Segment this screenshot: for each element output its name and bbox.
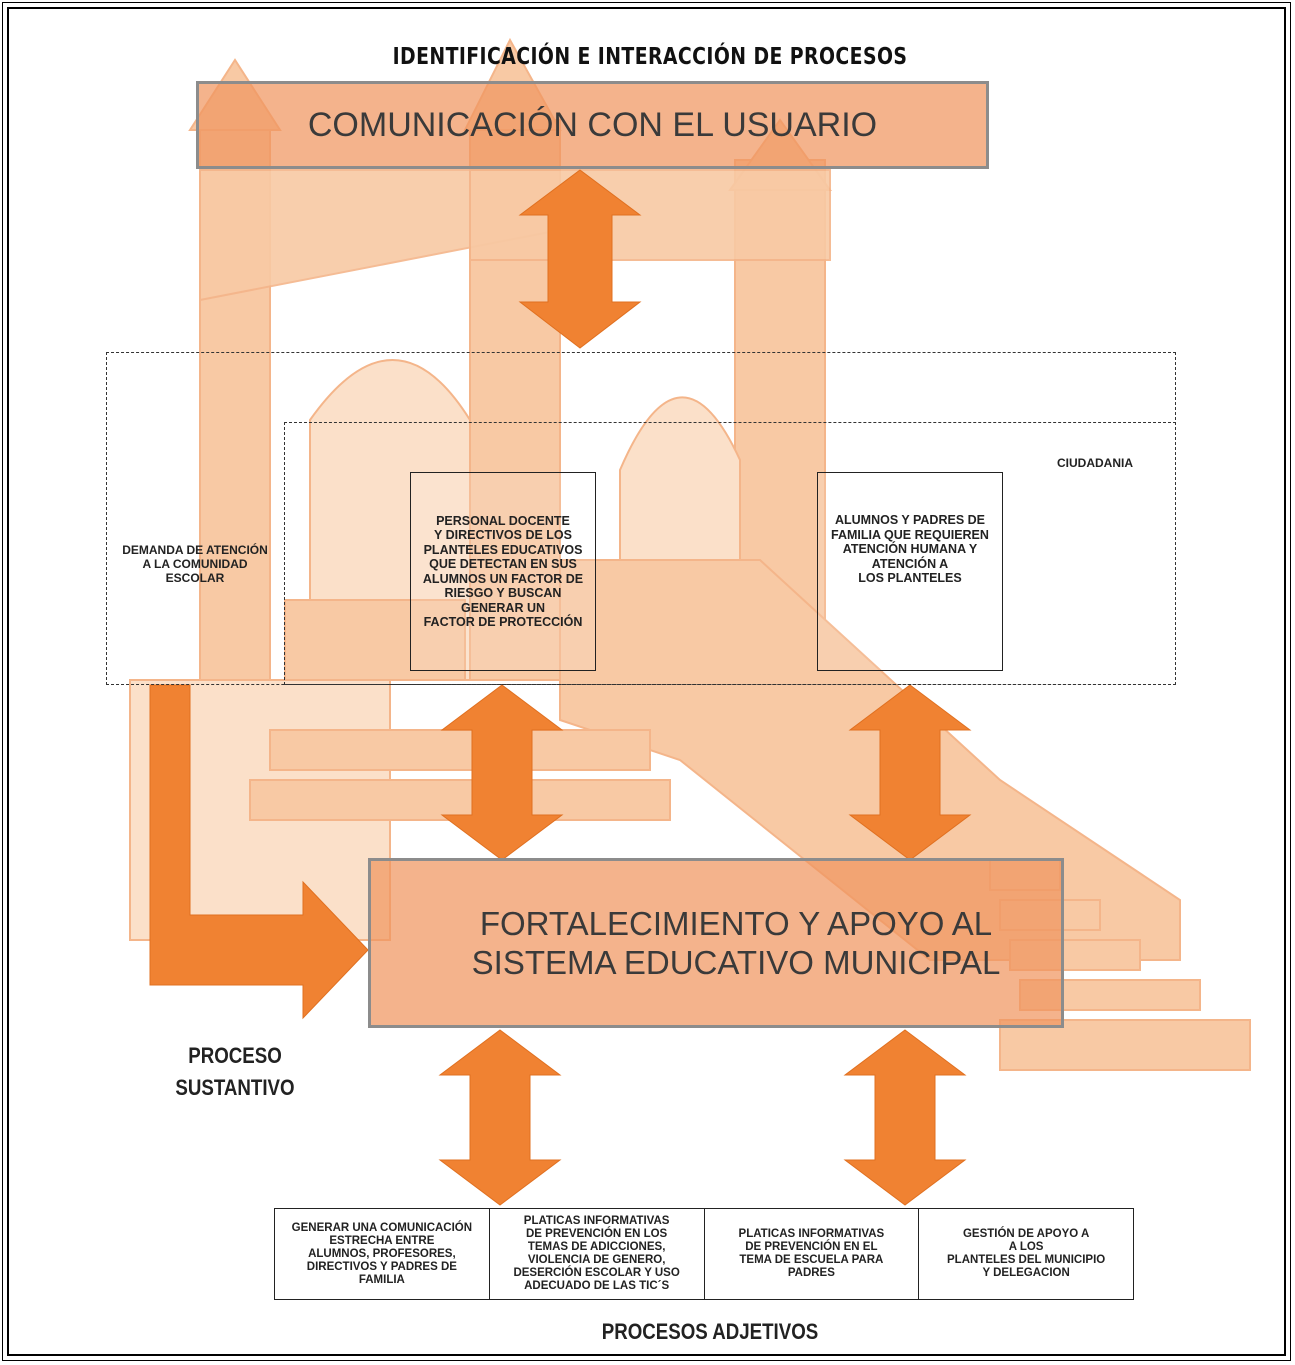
box-personal-docente: PERSONAL DOCENTE Y DIRECTIVOS DE LOS PLA… (410, 472, 596, 671)
box-alumnos-padres: ALUMNOS Y PADRES DE FAMILIA QUE REQUIERE… (817, 472, 1003, 671)
adjetivos-table: GENERAR UNA COMUNICACIÓN ESTRECHA ENTRE … (274, 1208, 1134, 1300)
page-title: IDENTIFICACIÓN E INTERACCIÓN DE PROCESOS (392, 44, 908, 70)
procesos-adjetivos-label: PROCESOS ADJETIVOS (601, 1319, 819, 1344)
arrow-sustantivo (149, 684, 369, 1020)
adjetivo-cell-4: GESTIÓN DE APOYO A A LOS PLANTELES DEL M… (947, 1228, 1106, 1279)
arrow-mid-left (440, 684, 564, 861)
proceso-sustantivo-label: PROCESO SUSTANTIVO (175, 1043, 295, 1100)
dashed-box-inner (284, 422, 1176, 685)
arrow-top (518, 169, 642, 349)
demand-label: DEMANDA DE ATENCIÓN A LA COMUNIDAD ESCOL… (122, 543, 268, 585)
arrow-bottom-left (438, 1029, 562, 1206)
ciudadania-label: CIUDADANIA (1057, 456, 1133, 470)
arrow-bottom-right (843, 1029, 967, 1206)
banner-fortalecimiento: FORTALECIMIENTO Y APOYO AL SISTEMA EDUCA… (368, 858, 1064, 1028)
adjetivo-cell-2: PLATICAS INFORMATIVAS DE PREVENCIÓN EN L… (490, 1209, 705, 1299)
inner-frame (7, 7, 1286, 1356)
banner-comunicacion: COMUNICACIÓN CON EL USUARIO (196, 81, 989, 169)
adjetivo-cell-3: PLATICAS INFORMATIVAS DE PREVENCIÓN EN E… (705, 1209, 920, 1299)
adjetivo-cell-1: GENERAR UNA COMUNICACIÓN ESTRECHA ENTRE … (275, 1209, 490, 1299)
